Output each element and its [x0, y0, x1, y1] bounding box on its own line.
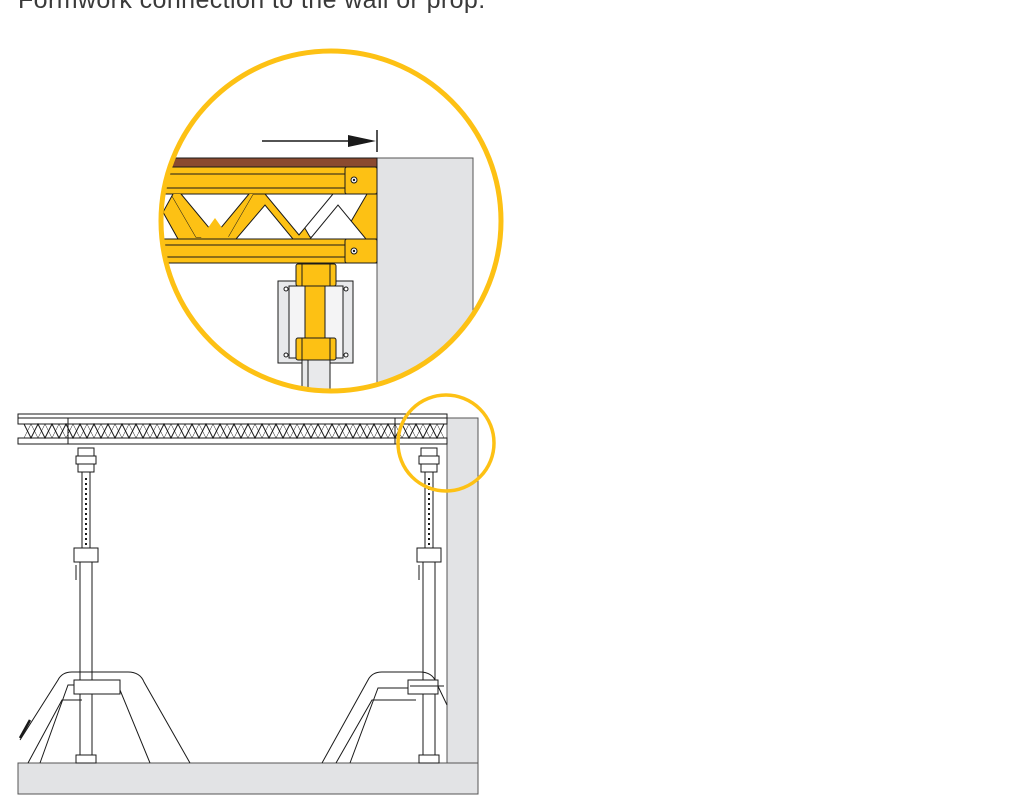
end-plate-bottom — [344, 238, 378, 264]
end-plate-top — [344, 166, 378, 195]
prop-right — [416, 447, 442, 764]
prop-head — [277, 263, 354, 391]
push-direction-arrow — [262, 130, 378, 152]
formwork-girder — [17, 417, 448, 445]
girder-top-flange — [161, 166, 378, 195]
timber-sheet — [161, 157, 378, 168]
tripod-right — [321, 671, 448, 764]
wall — [446, 417, 479, 764]
girder-bottom-flange — [161, 238, 378, 264]
main-section — [17, 413, 479, 795]
formwork-sheet — [17, 413, 448, 419]
detail-highlight-circle — [396, 393, 496, 493]
tripod-left — [18, 671, 191, 764]
zoom-circle-outline — [158, 48, 504, 394]
prop-left — [73, 447, 99, 764]
floor-slab — [17, 762, 479, 795]
caption: Formwork connection to the wall or prop. — [18, 0, 486, 14]
zoom-detail — [158, 48, 504, 394]
